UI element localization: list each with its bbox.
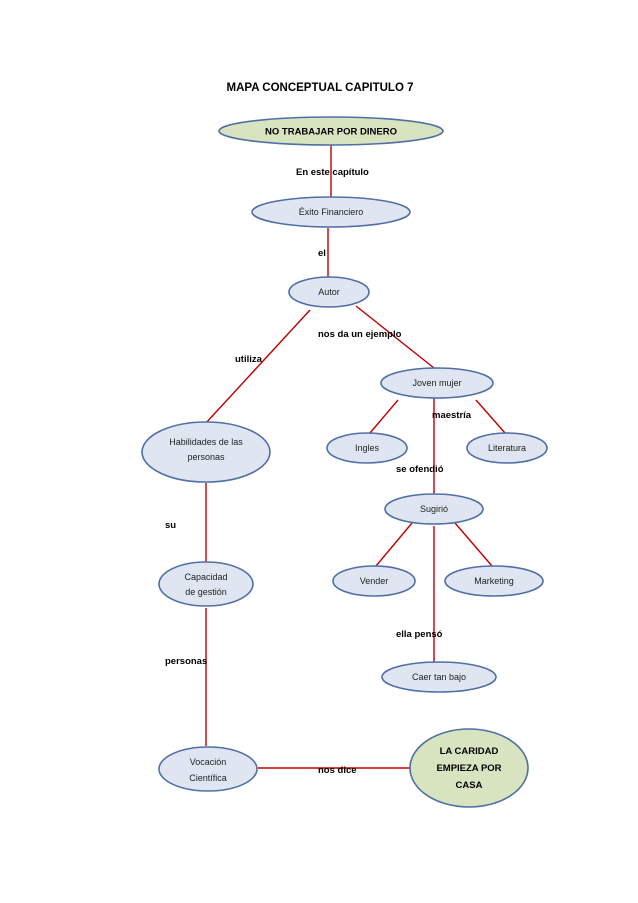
node-vocacion: Vocación Científica [158,746,258,792]
edge-sugirio-marketing [454,522,493,567]
node-habilidades-label-1: Habilidades de las [169,437,243,447]
link-label-nos-dice: nos dice [318,765,357,776]
node-vender-label: Vender [360,576,389,586]
edge-autor-joven [355,305,435,369]
node-root: NO TRABAJAR POR DINERO [218,116,444,146]
link-labels: En este capítulo el nos da un ejemplo ut… [165,167,472,776]
node-root-label: NO TRABAJAR POR DINERO [265,127,397,138]
node-ingles: Ingles [326,432,408,464]
node-caer: Caer tan bajo [381,661,497,693]
node-autor: Autor [288,276,370,308]
node-vender: Vender [332,565,416,597]
link-label-personas: personas [165,656,207,667]
node-sugirio-label: Sugirió [420,504,448,514]
link-label-ella-penso: ella pensó [396,629,443,640]
node-caridad-label-1: LA CARIDAD [440,746,499,757]
link-label-en-este-capitulo: En este capítulo [296,167,369,178]
node-sugirio: Sugirió [384,493,484,525]
node-exito-label: Éxito Financiero [299,207,364,217]
edge-sugirio-vender [375,522,413,567]
link-label-nos-da-un-ejemplo: nos da un ejemplo [318,329,402,340]
node-exito: Éxito Financiero [251,196,411,228]
node-capacidad: Capacidad de gestión [158,561,254,607]
node-literatura-label: Literatura [488,443,526,453]
node-caer-label: Caer tan bajo [412,672,466,682]
node-vocacion-label-2: Científica [189,773,227,783]
node-habilidades: Habilidades de las personas [141,421,271,483]
link-label-el: el [318,248,326,259]
node-vocacion-label-1: Vocación [190,757,227,767]
node-marketing: Marketing [444,565,544,597]
edges [204,144,506,769]
link-label-maestria: maestría [432,410,472,421]
node-habilidades-label-2: personas [187,452,225,462]
node-joven: Joven mujer [380,367,494,399]
node-capacidad-label-2: de gestión [185,587,227,597]
link-label-se-ofendio: se ofendió [396,464,444,475]
node-caridad-label-2: EMPIEZA POR [436,763,501,774]
edge-joven-literatura [475,399,506,434]
node-caridad-label-3: CASA [456,780,483,791]
edge-autor-habilidades [204,309,311,425]
node-caridad: LA CARIDAD EMPIEZA POR CASA [409,728,529,808]
node-joven-label: Joven mujer [412,378,461,388]
page-title: MAPA CONCEPTUAL CAPITULO 7 [227,82,414,94]
link-label-su: su [165,520,176,531]
edge-joven-ingles [369,399,399,434]
node-marketing-label: Marketing [474,576,514,586]
node-autor-label: Autor [318,287,340,297]
link-label-utiliza: utiliza [235,354,263,365]
node-ingles-label: Ingles [355,443,380,453]
node-capacidad-label-1: Capacidad [184,572,227,582]
node-literatura: Literatura [466,432,548,464]
